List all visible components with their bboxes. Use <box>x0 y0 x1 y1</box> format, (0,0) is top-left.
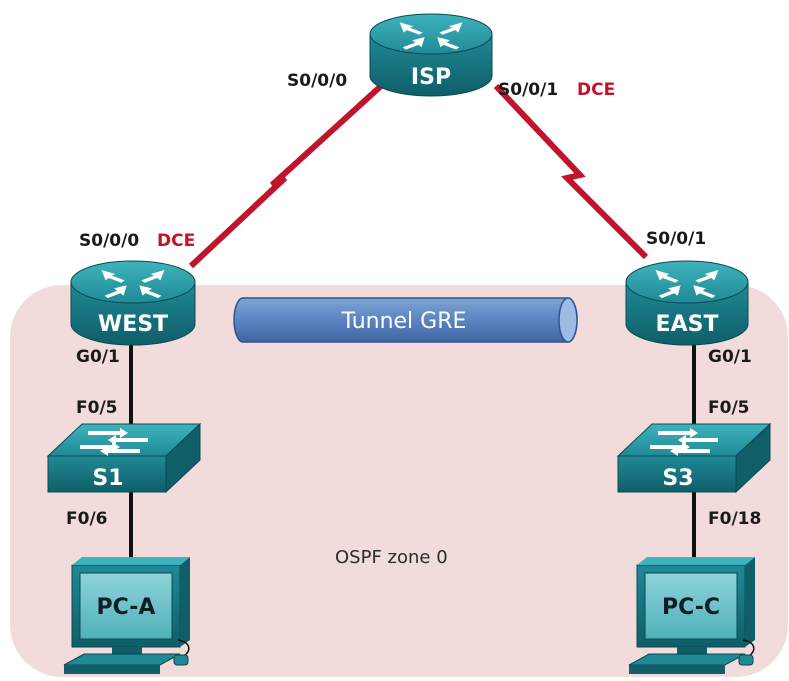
device-label-s1: S1 <box>92 466 123 491</box>
interface-label-west-g01: G0/1 <box>76 347 120 367</box>
device-label-s3: S3 <box>662 466 693 491</box>
interface-label-isp-s000: S0/0/0 <box>287 71 347 91</box>
dce-label-isp: DCE <box>577 80 615 100</box>
router-isp: ISP <box>369 13 493 97</box>
interface-label-s3-f018: F0/18 <box>708 509 761 529</box>
device-label-isp: ISP <box>411 65 451 90</box>
interface-label-s1-f05: F0/5 <box>76 398 117 418</box>
device-label-pc-a: PC-A <box>97 595 156 620</box>
interface-label-east-s001: S0/0/1 <box>646 229 706 249</box>
switch-icon <box>650 428 718 456</box>
interface-label-s3-f05: F0/5 <box>708 398 749 418</box>
serial-link-isp-west <box>188 83 384 269</box>
interface-label-west-s000: S0/0/0 <box>79 231 139 251</box>
switch-s1: S1 <box>46 422 202 494</box>
ospf-zone-label: OSPF zone 0 <box>335 547 448 568</box>
switch-icon <box>80 428 148 456</box>
pc-a: PC-A <box>63 557 190 674</box>
tunnel-label: Tunnel GRE <box>341 309 467 334</box>
device-label-pc-c: PC-C <box>662 595 720 620</box>
dce-label-west: DCE <box>157 231 195 251</box>
tunnel-gre: Tunnel GRE <box>233 297 578 343</box>
device-label-west: WEST <box>98 312 168 337</box>
pc-icon <box>644 572 738 640</box>
pc-icon <box>79 572 173 640</box>
ospf-zone-area <box>10 285 788 677</box>
interface-label-isp-s001: S0/0/1 <box>498 80 558 100</box>
switch-s3: S3 <box>616 422 772 494</box>
router-east: EAST <box>625 260 749 346</box>
pc-c: PC-C <box>628 557 755 674</box>
serial-link-isp-east <box>493 83 649 260</box>
router-west: WEST <box>70 260 196 346</box>
interface-label-s1-f06: F0/6 <box>66 509 107 529</box>
device-label-east: EAST <box>656 312 719 337</box>
interface-label-east-g01: G0/1 <box>708 347 752 367</box>
